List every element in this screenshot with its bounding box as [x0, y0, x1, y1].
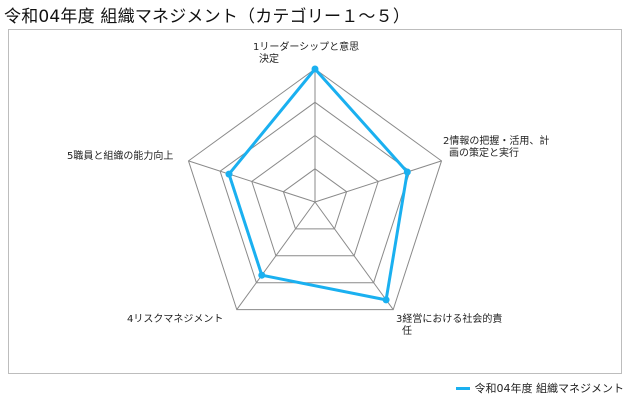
grid-ring-3 — [219, 101, 411, 284]
chart-legend: 令和04年度 組織マネジメント — [455, 380, 625, 396]
data-point-3 — [382, 296, 390, 304]
axis-label-1: 1リーダーシップと意思 決定 — [253, 42, 383, 66]
series-line — [227, 67, 409, 302]
axis-spoke-2 — [314, 160, 442, 203]
grid-ring-1 — [282, 168, 348, 230]
grid-ring-2 — [251, 134, 379, 257]
grid-ring-4 — [187, 68, 443, 311]
data-point-2 — [403, 168, 411, 176]
axis-spoke-4 — [236, 201, 316, 310]
axis-label-2-line-2: 画の策定と実行 — [449, 148, 519, 159]
axis-label-3-line-1: 3経営における社会的責 — [396, 314, 503, 325]
data-point-5 — [225, 170, 233, 178]
axis-label-5: 5職員と組織の能力向上 — [67, 151, 207, 163]
axis-label-1-line-2: 決定 — [259, 54, 279, 65]
axis-label-5-line-1: 5職員と組織の能力向上 — [67, 151, 174, 162]
axis-label-3-line-2: 任 — [402, 326, 412, 337]
legend-label: 令和04年度 組織マネジメント — [474, 382, 625, 395]
axis-label-2: 2情報の把握・活用、計 画の策定と実行 — [443, 136, 593, 160]
axis-spoke-5 — [188, 160, 316, 203]
axis-label-3: 3経営における社会的責 任 — [396, 314, 536, 338]
legend-swatch — [455, 386, 470, 390]
axis-label-1-line-1: 1リーダーシップと意思 — [253, 42, 360, 53]
axis-label-4: 4リスクマネジメント — [127, 314, 267, 326]
axis-label-4-line-1: 4リスクマネジメント — [127, 314, 224, 325]
axis-spoke-3 — [314, 201, 394, 310]
page-title: 令和04年度 組織マネジメント（カテゴリー１～５） — [4, 7, 411, 27]
data-point-1 — [311, 65, 319, 73]
axis-label-2-line-1: 2情報の把握・活用、計 — [443, 136, 550, 147]
data-point-4 — [258, 271, 266, 279]
